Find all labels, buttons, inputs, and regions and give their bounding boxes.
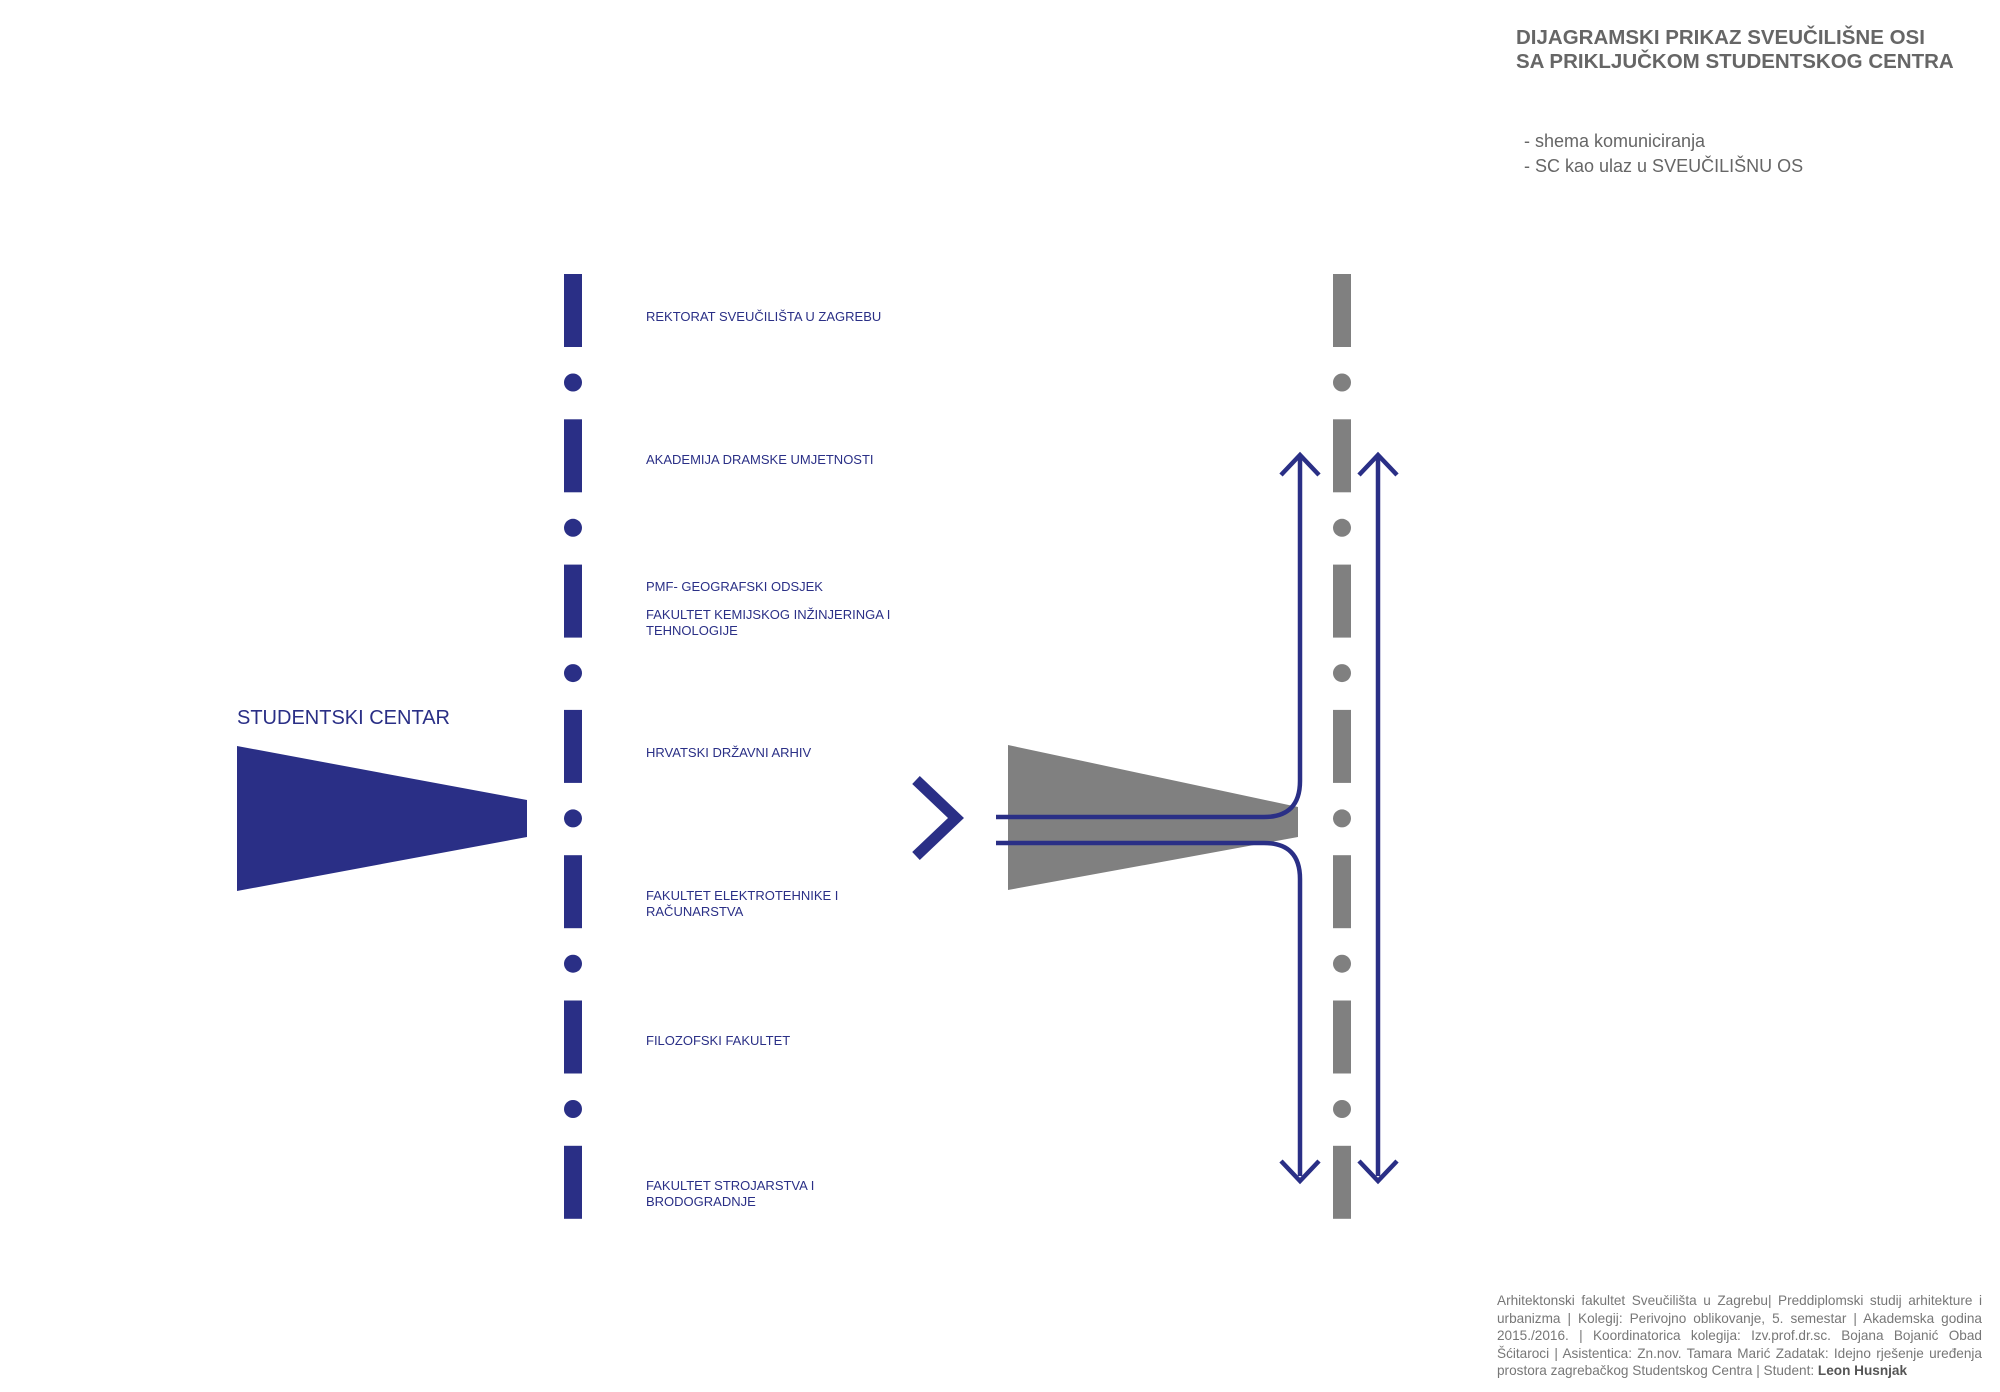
axis-dot [1333,809,1351,828]
axis-dot [564,518,582,537]
title-line-1: DIJAGRAMSKI PRIKAZ SVEUČILIŠNE OSI [1516,26,1925,49]
arrow-up-icon [1357,451,1399,477]
arrow-up-icon [1279,451,1321,477]
connection-paths [996,451,1399,1185]
axis-dash [564,709,582,783]
faculty-label: HRVATSKI DRŽAVNI ARHIV [646,745,812,760]
faculty-label: RAČUNARSTVA [646,904,744,919]
axis-dash [1333,709,1351,783]
arrow-down-icon [1279,1159,1321,1185]
studentski-centar-label: STUDENTSKI CENTAR [237,707,450,729]
axis-dash [1333,564,1351,638]
axis-dot [1333,954,1351,973]
faculty-label: BRODOGRADNJE [646,1194,756,1209]
axis-dot [564,373,582,392]
studentski-centar-shape [237,746,527,891]
faculty-labels: REKTORAT SVEUČILIŠTA U ZAGREBU AKADEMIJA … [646,309,890,1209]
faculty-label: REKTORAT SVEUČILIŠTA U ZAGREBU [646,309,881,324]
arrow-down-icon [1357,1159,1399,1185]
faculty-label: FAKULTET ELEKTROTEHNIKE I [646,888,838,903]
axis-dot [564,809,582,828]
axis-dash [1333,1000,1351,1074]
chevron-right-icon [912,776,964,860]
axis-dot [564,954,582,973]
axis-dash [564,274,582,347]
axis-dash [1333,274,1351,347]
axis-dot [564,1100,582,1118]
axis-dash [564,564,582,638]
student-name: Leon Husnjak [1817,1363,1908,1378]
axis-dash [564,1000,582,1074]
subtitle-item: - SC kao ulaz u SVEUČILIŠNU OS [1524,156,1804,176]
path-up [996,458,1303,820]
faculty-label: PMF- GEOGRAFSKI ODSJEK [646,579,823,594]
faculty-label: FAKULTET STROJARSTVA I [646,1178,814,1193]
title-line-2: SA PRIKLJUČKOM STUDENTSKOG CENTRA [1516,50,1954,73]
faculty-label: FAKULTET KEMIJSKOG INŽINJERINGA I [646,607,890,622]
axis-dash [564,419,582,493]
subtitle-item: - shema komuniciranja [1524,131,1706,151]
axis-dot [1333,518,1351,537]
axis-dash [564,1145,582,1219]
axis-dot [1333,373,1351,392]
faculty-label: TEHNOLOGIJE [646,623,738,638]
axis-dash [1333,1145,1351,1219]
axis-dash [1333,419,1351,493]
axis-dash [564,855,582,929]
axis-dash [1333,855,1351,929]
axis-dot [1333,1100,1351,1118]
subtitle-list: - shema komuniciranja - SC kao ulaz u SV… [1524,129,1803,179]
axis-dot [1333,664,1351,683]
diagram-title: DIJAGRAMSKI PRIKAZ SVEUČILIŠNE OSI SA PR… [1516,26,1954,74]
faculty-label: AKADEMIJA DRAMSKE UMJETNOSTI [646,452,874,467]
path-down [996,840,1303,1176]
axis-dot [564,664,582,683]
footer-text: Arhitektonski fakultet Sveučilišta u Zag… [1497,1293,1982,1378]
footer-credits: Arhitektonski fakultet Sveučilišta u Zag… [1497,1292,1982,1380]
faculty-label: FILOZOFSKI FAKULTET [646,1033,790,1048]
university-axis-blue [564,274,582,1219]
university-axis-gray [1333,274,1351,1219]
